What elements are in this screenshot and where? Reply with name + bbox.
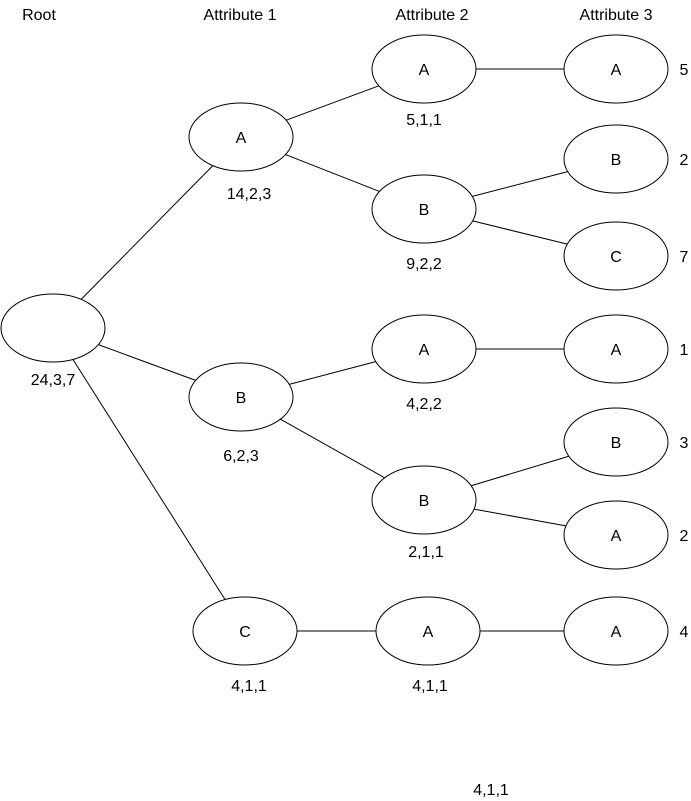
- edge-a1-B-to-a2-BB: [280, 418, 385, 479]
- node-a2-BB: B 2,1,1: [371, 465, 477, 561]
- node-a2-BA: A 4,2,2: [371, 314, 477, 413]
- node-label-a2-BB: B: [419, 493, 430, 510]
- node-counts-a3-ABB: 2: [680, 152, 689, 169]
- node-shape-a2-AA: [371, 34, 477, 104]
- header-attribute-2: Attribute 2: [396, 7, 469, 24]
- node-a1-B: B 6,2,3: [188, 362, 294, 465]
- node-counts-root: 24,3,7: [31, 372, 76, 389]
- node-label-a1-C: C: [239, 624, 251, 641]
- node-counts-a3-BBB: 3: [680, 435, 689, 452]
- node-counts-a1-B: 6,2,3: [223, 448, 259, 465]
- node-label-a3-BBB: B: [611, 435, 622, 452]
- node-shape-a1-A: [188, 102, 294, 172]
- node-counts-a3-BBA: 2: [680, 528, 689, 545]
- node-a1-A: A 14,2,3: [188, 102, 294, 203]
- node-counts-a3-CAA: 4: [680, 624, 689, 641]
- node-label-a2-AB: B: [419, 202, 430, 219]
- node-shape-a2-AB: [371, 174, 477, 244]
- node-label-a3-BBA: A: [611, 528, 622, 545]
- edge-a2-AB-to-a3-ABC: [472, 220, 568, 245]
- node-shape-a3-AAA: [563, 34, 669, 104]
- edges-layer: [72, 68, 569, 632]
- edge-a2-AB-to-a3-ABB: [472, 171, 568, 197]
- header-root: Root: [22, 7, 56, 24]
- edge-root-to-a1-A: [80, 165, 214, 300]
- node-label-a2-CA: A: [423, 624, 434, 641]
- edge-a1-A-to-a2-AB: [285, 154, 380, 192]
- node-label-a3-BAA: A: [611, 342, 622, 359]
- footer-note: 4,1,1: [473, 782, 509, 799]
- node-counts-a1-A: 14,2,3: [227, 186, 272, 203]
- node-shape-a2-BB: [371, 465, 477, 535]
- header-attribute-1: Attribute 1: [204, 7, 277, 24]
- node-label-a2-AA: A: [419, 62, 430, 79]
- node-shape-a3-BAA: [563, 314, 669, 384]
- edge-a1-B-to-a2-BA: [289, 361, 376, 385]
- node-counts-a2-BB: 2,1,1: [408, 544, 444, 561]
- node-label-a2-BA: A: [419, 342, 430, 359]
- node-a2-AB: B 9,2,2: [371, 174, 477, 273]
- node-counts-a2-AA: 5,1,1: [406, 112, 442, 129]
- node-shape-a3-BBB: [563, 407, 669, 477]
- edge-root-to-a1-C: [72, 359, 226, 600]
- node-label-a1-B: B: [236, 390, 247, 407]
- node-a2-CA: A 4,1,1: [375, 596, 481, 695]
- node-counts-a3-ABC: 7: [680, 249, 689, 266]
- node-shape-a3-ABC: [563, 221, 669, 291]
- header-attribute-3: Attribute 3: [580, 7, 653, 24]
- node-shape-root: [0, 293, 106, 363]
- edge-a1-A-to-a2-AA: [286, 85, 379, 121]
- node-counts-a1-C: 4,1,1: [231, 678, 267, 695]
- node-shape-a3-CAA: [563, 596, 669, 666]
- node-counts-a3-BAA: 1: [680, 342, 689, 359]
- node-label-a1-A: A: [236, 130, 247, 147]
- edge-a2-BB-to-a3-BBA: [474, 508, 566, 527]
- node-label-a3-ABC: C: [610, 249, 622, 266]
- node-a2-AA: A 5,1,1: [371, 34, 477, 129]
- nodes-layer: 24,3,7A14,2,3B6,2,3C4,1,1A5,1,1B9,2,2A4,…: [0, 34, 689, 695]
- node-counts-a3-AAA: 5: [680, 62, 689, 79]
- node-label-a3-CAA: A: [611, 624, 622, 641]
- node-a1-C: C 4,1,1: [192, 596, 298, 695]
- node-root: 24,3,7: [0, 293, 106, 389]
- node-shape-a1-B: [188, 362, 294, 432]
- node-shape-a3-ABB: [563, 124, 669, 194]
- node-shape-a1-C: [192, 596, 298, 666]
- node-shape-a2-BA: [371, 314, 477, 384]
- node-label-a3-ABB: B: [611, 152, 622, 169]
- node-shape-a3-BBA: [563, 500, 669, 570]
- node-counts-a2-CA: 4,1,1: [412, 678, 448, 695]
- node-counts-a2-BA: 4,2,2: [406, 396, 442, 413]
- node-shape-a2-CA: [375, 596, 481, 666]
- edge-a2-BB-to-a3-BBB: [471, 455, 569, 487]
- node-label-a3-AAA: A: [611, 62, 622, 79]
- edge-root-to-a1-B: [98, 344, 196, 381]
- node-counts-a2-AB: 9,2,2: [406, 256, 442, 273]
